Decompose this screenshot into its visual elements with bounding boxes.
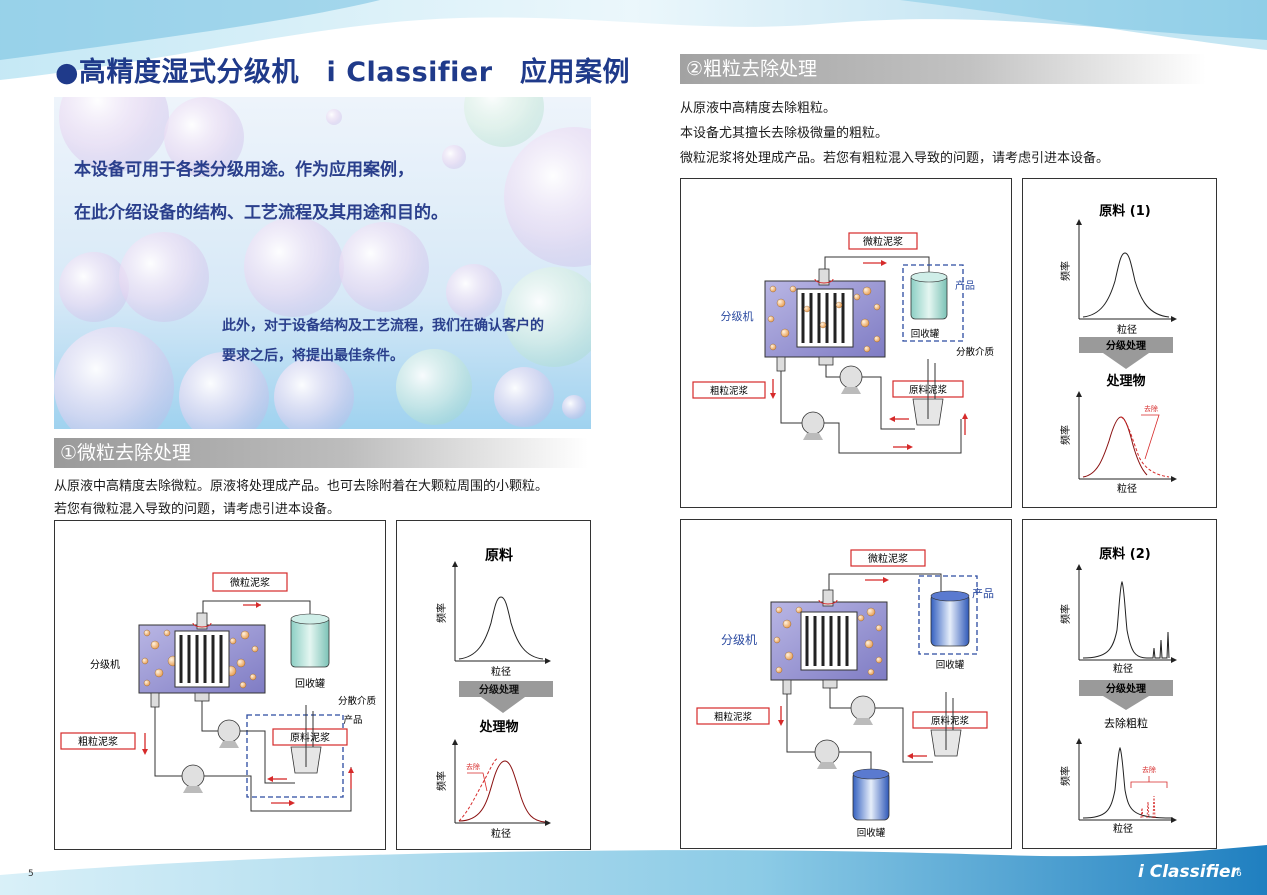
x-axis-label-2: 粒径 [491, 827, 511, 840]
product-label: 产品 [343, 714, 362, 726]
section2-heading: ②粗粒去除处理 [680, 54, 1206, 84]
processed-title-a: 处理物 [1105, 373, 1145, 389]
classifier-label-b: 分级机 [721, 633, 757, 647]
fine-slurry-label: 微粒泥浆 [230, 576, 270, 589]
x-axis-label-a: 粒径 [1117, 323, 1137, 336]
dispersion-medium-label: 分散介质 [338, 695, 377, 707]
y-axis-label-a: 频率 [1059, 261, 1072, 281]
coarse-removal-title: 去除粗粒 [1104, 716, 1148, 730]
top-wave-decoration [0, 0, 1267, 80]
hero-line-3: 此外，对于设备结构及工艺流程，我们在确认客户的 [222, 318, 544, 334]
brand-logo: i Classifier [1138, 862, 1239, 882]
classifier-label: 分级机 [90, 658, 120, 671]
dispersion-medium-label-a: 分散介质 [956, 346, 995, 358]
section1-desc-2: 若您有微粒混入导致的问题，请考虑引进本设备。 [54, 502, 341, 517]
y-axis-label-b: 频率 [1059, 604, 1072, 624]
page-title: ●高精度湿式分级机 i Classifier 应用案例 [55, 57, 631, 88]
fine-slurry-label-b: 微粒泥浆 [868, 552, 908, 565]
y-axis-label-2: 频率 [435, 771, 448, 791]
recovery-tank-label-b: 回收罐 [936, 659, 965, 671]
section2-desc-3: 微粒泥浆将处理成产品。若您有粗粒混入导致的问题，请考虑引进本设备。 [680, 151, 1110, 166]
bubble-background [54, 97, 591, 429]
bottom-wave-decoration [0, 845, 1267, 895]
coarse-slurry-label: 粗粒泥浆 [78, 735, 118, 748]
classifier-label-a: 分级机 [721, 309, 754, 323]
x-axis-label-b: 粒径 [1113, 662, 1133, 675]
section2-distribution-chart-a: 原料 (1) 频率 粒径 分级处理 处理物 频率 粒径 去除 [1022, 178, 1217, 508]
page-number-left: 5 [28, 869, 34, 879]
section2-desc-1: 从原液中高精度去除粗粒。 [680, 101, 837, 116]
fine-slurry-label-a: 微粒泥浆 [863, 235, 903, 248]
raw-slurry-label-b: 原料泥浆 [931, 715, 970, 727]
removed-label-a: 去除 [1144, 404, 1158, 413]
recovery-tank-bottom-label-b: 回收罐 [857, 827, 886, 839]
x-axis-label-a2: 粒径 [1117, 482, 1137, 495]
y-axis-label-a2: 频率 [1059, 425, 1072, 445]
coarse-slurry-label-a: 粗粒泥浆 [710, 385, 749, 397]
classification-process-label: 分级处理 [479, 683, 519, 696]
removed-label: 去除 [466, 762, 480, 771]
section1-distribution-chart: 原料 频率 粒径 分级处理 处理物 频率 粒径 去除 [396, 520, 591, 850]
recovery-tank-label: 回收罐 [295, 677, 325, 690]
raw-material-2-title: 原料 (2) [1099, 546, 1150, 562]
hero-line-4: 要求之后，将提出最佳条件。 [222, 348, 404, 364]
hero-line-1: 本设备可用于各类分级用途。作为应用案例， [74, 160, 414, 180]
y-axis-label: 频率 [435, 603, 448, 623]
x-axis-label-b2: 粒径 [1113, 822, 1133, 835]
hero-banner: 本设备可用于各类分级用途。作为应用案例， 在此介绍设备的结构、工艺流程及其用途和… [54, 97, 591, 429]
classification-process-label-b: 分级处理 [1106, 682, 1146, 695]
raw-material-title: 原料 [485, 547, 513, 564]
y-axis-label-b2: 频率 [1059, 766, 1072, 786]
classification-process-label-a: 分级处理 [1106, 339, 1146, 352]
x-axis-label: 粒径 [491, 665, 511, 678]
section1-desc-1: 从原液中高精度去除微粒。原液将处理成产品。也可去除附着在大颗粒周围的小颗粒。 [54, 479, 549, 494]
product-label-a: 产品 [955, 279, 975, 292]
section2-process-diagram-a: 微粒泥浆 分级机 产品 回收罐 分散介质 原料泥浆 [680, 178, 1012, 508]
removed-label-b: 去除 [1142, 765, 1156, 774]
recovery-tank-label-a: 回收罐 [911, 328, 940, 340]
product-label-b: 产品 [972, 586, 994, 600]
section2-distribution-chart-b: 原料 (2) 频率 粒径 分级处理 去除粗粒 频率 粒径 去除 [1022, 519, 1217, 849]
section1-process-diagram: 微粒泥浆 分级机 回收罐 分散介质 产品 原料泥浆 [54, 520, 386, 850]
raw-slurry-label: 原料泥浆 [290, 731, 330, 744]
coarse-slurry-label-b: 粗粒泥浆 [714, 711, 753, 723]
page-number-right: 6 [1236, 869, 1242, 879]
section1-heading: ①微粒去除处理 [54, 438, 588, 468]
processed-title: 处理物 [478, 719, 518, 735]
raw-material-1-title: 原料 (1) [1099, 203, 1150, 219]
section2-process-diagram-b: 微粒泥浆 分级机 产品 回收罐 原料泥浆 [680, 519, 1012, 849]
hero-line-2: 在此介绍设备的结构、工艺流程及其用途和目的。 [74, 203, 448, 223]
section2-desc-2: 本设备尤其擅长去除极微量的粗粒。 [680, 126, 889, 141]
